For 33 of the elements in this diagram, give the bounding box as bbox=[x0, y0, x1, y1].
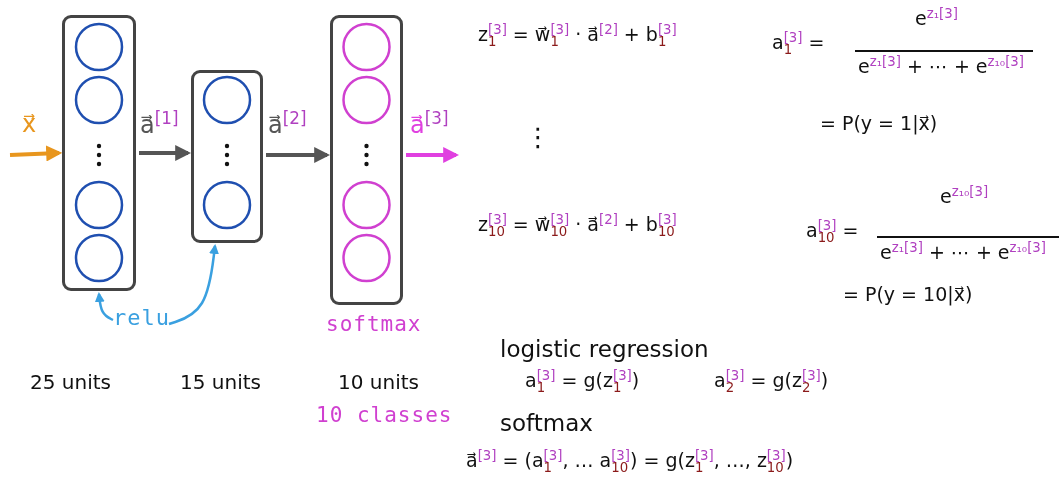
fraction-numerator: e$^{z₁₀[3]}$ bbox=[940, 184, 989, 209]
equation: a$_{2}$$^{[3]}$ = g(z$_{2}$$^{[3]}$) bbox=[714, 368, 829, 396]
heading: softmax bbox=[500, 410, 593, 438]
fraction-numerator: e$^{z₁[3]}$ bbox=[915, 6, 958, 31]
heading: logistic regression bbox=[500, 336, 709, 364]
arrow bbox=[406, 147, 460, 163]
unit-count-label: 10 units bbox=[338, 370, 419, 394]
arrow bbox=[139, 145, 192, 161]
arrow bbox=[9, 145, 63, 162]
layer-box bbox=[330, 15, 403, 305]
unit-count-label: 15 units bbox=[180, 370, 261, 394]
edge-label: x⃗ bbox=[22, 110, 37, 139]
equation: a$_{10}$$^{[3]}$ = bbox=[806, 218, 859, 246]
edge-label: a⃗$^{[2]}$ bbox=[268, 108, 307, 140]
layer-box bbox=[191, 70, 263, 243]
equation: = P(y = 1|x⃗) bbox=[820, 112, 938, 135]
arrow bbox=[266, 147, 331, 163]
equation: a$_{1}$$^{[3]}$ = bbox=[772, 30, 825, 58]
arrow bbox=[94, 292, 114, 322]
equation: a$_{1}$$^{[3]}$ = g(z$_{1}$$^{[3]}$) bbox=[525, 368, 640, 396]
activation-label: relu bbox=[113, 305, 170, 330]
handwritten-note: 10 classes bbox=[316, 403, 453, 429]
vertical-ellipsis: ⋮ bbox=[525, 122, 551, 154]
layer-box bbox=[62, 15, 136, 291]
fraction-denominator: e$^{z₁[3]}$ + ⋯ + e$^{z₁₀[3]}$ bbox=[880, 240, 1047, 265]
unit-count-label: 25 units bbox=[30, 370, 111, 394]
edge-label: a⃗$^{[3]}$ bbox=[410, 108, 449, 140]
fraction-denominator: e$^{z₁[3]}$ + ⋯ + e$^{z₁₀[3]}$ bbox=[858, 54, 1025, 79]
equation: a⃗$^{[3]}$ = (a$_{1}$$^{[3]}$, … a$_{10}$$^{[3]}$) = g(z$_{1}$$^{[3]}$, …, z$_{10}$$^{[3]}$) bbox=[466, 448, 794, 476]
equation: = P(y = 10|x⃗) bbox=[843, 283, 973, 306]
arrow bbox=[168, 244, 219, 326]
handwritten-note: softmax bbox=[326, 312, 422, 338]
edge-label: a⃗$^{[1]}$ bbox=[140, 108, 179, 140]
